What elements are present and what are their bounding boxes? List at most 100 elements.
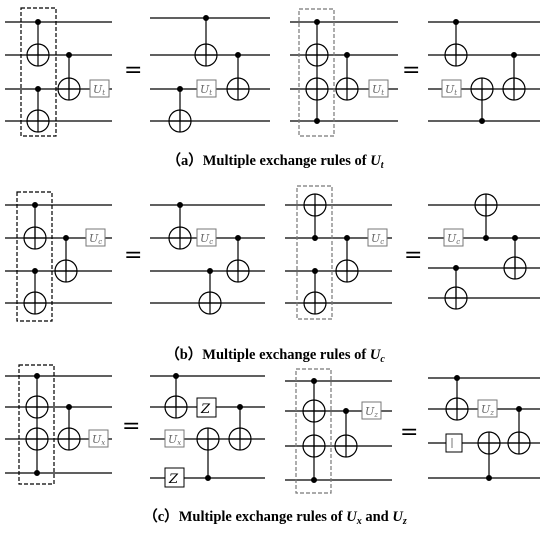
control-dot	[205, 475, 212, 482]
control-dot	[483, 235, 490, 242]
svg-text:Ut: Ut	[200, 83, 212, 97]
gate-uc: Uc	[367, 228, 388, 247]
cnot-target	[445, 397, 469, 421]
control-dot	[344, 235, 351, 242]
gate-uc: Uc	[85, 228, 106, 247]
panel-c: Ux = Z Ux Z	[5, 364, 540, 527]
gate-uz: Uz	[361, 401, 382, 420]
gate-var: U	[93, 83, 103, 96]
panel-a: Ut = Ut	[5, 7, 540, 171]
cnot-target	[303, 193, 327, 217]
equals-sign: =	[124, 243, 142, 268]
svg-text:Z: Z	[200, 402, 211, 417]
gate-uc: Uc	[196, 228, 217, 247]
equals-sign: =	[400, 420, 418, 445]
caption-c: （c）Multiple exchange rules of Ux and Uz	[143, 507, 407, 527]
cnot-target	[226, 259, 250, 283]
cnot-target	[305, 77, 329, 101]
control-dot	[311, 378, 318, 385]
svg-text:Ux: Ux	[168, 433, 181, 447]
cnot-target	[335, 77, 359, 101]
control-dot	[479, 117, 486, 124]
circuit-a3	[290, 8, 398, 137]
cnot-target	[302, 399, 326, 423]
control-dot	[177, 85, 184, 92]
control-dot	[314, 117, 321, 124]
control-dot	[343, 408, 350, 415]
cnot-target	[168, 226, 192, 250]
cnot-target	[334, 434, 358, 458]
cnot-target	[26, 109, 50, 133]
control-dot	[207, 268, 214, 275]
dashed-group-box	[20, 7, 57, 137]
control-dot	[511, 235, 518, 242]
svg-text:Ut: Ut	[372, 83, 384, 97]
caption-b: （b）Multiple exchange rules of Uc	[165, 345, 385, 365]
svg-text:Ut: Ut	[93, 83, 105, 97]
circuit-b2	[150, 202, 265, 315]
control-dot	[34, 85, 41, 92]
svg-text:Z: Z	[168, 472, 179, 487]
cnot-target	[23, 226, 47, 250]
control-dot	[453, 265, 460, 272]
circuit-c4	[428, 375, 540, 482]
cnot-target	[26, 43, 50, 67]
control-dot	[237, 404, 244, 411]
cnot-target	[196, 427, 220, 451]
cnot-target	[302, 434, 326, 458]
control-dot	[62, 235, 69, 242]
cnot-target	[444, 286, 468, 310]
control-dot	[65, 51, 72, 58]
control-dot	[65, 404, 72, 411]
gate-z: Z	[196, 397, 217, 418]
gate-ux: Ux	[88, 429, 109, 448]
control-dot	[454, 375, 461, 382]
gate-ux: Ux	[164, 429, 185, 448]
control-dot	[31, 268, 38, 275]
control-dot	[235, 51, 242, 58]
control-dot	[31, 202, 38, 209]
circuit-c3	[285, 368, 392, 494]
svg-text:Uz: Uz	[481, 403, 494, 417]
cnot-target	[25, 395, 49, 419]
gate-ut: Ut	[368, 79, 389, 98]
control-dot	[453, 19, 460, 26]
control-dot	[511, 51, 518, 58]
cnot-target	[57, 427, 81, 451]
cnot-target	[54, 259, 78, 283]
cnot-target	[474, 193, 498, 217]
dashed-group-box	[18, 364, 55, 485]
gate-z: Z	[164, 467, 185, 488]
cnot-target	[507, 431, 531, 455]
cnot-target	[444, 43, 468, 67]
dashed-group-box	[298, 8, 335, 137]
control-dot	[235, 235, 242, 242]
caption-a: （a）Multiple exchange rules of Ut	[166, 151, 384, 171]
control-dot	[177, 202, 184, 209]
cnot-target	[23, 291, 47, 315]
svg-text:Uc: Uc	[371, 232, 384, 246]
cnot-target	[226, 77, 250, 101]
circuit-c2	[150, 373, 265, 482]
cnot-target	[470, 77, 494, 101]
gate-uc: Uc	[443, 228, 464, 247]
cnot-target	[335, 259, 359, 283]
cnot-target	[164, 395, 188, 419]
cnot-target	[57, 77, 81, 101]
svg-text:Uz: Uz	[365, 405, 378, 419]
gate-ut: Ut	[441, 79, 462, 98]
circuit-b1	[5, 191, 112, 322]
gate-uz: Uz	[477, 399, 498, 418]
circuit-a2	[150, 15, 270, 133]
dashed-group-box	[16, 191, 53, 322]
cnot-target	[503, 256, 527, 280]
cnot-target	[198, 291, 222, 315]
control-dot	[33, 470, 40, 477]
control-dot	[312, 268, 319, 275]
control-dot	[203, 15, 210, 22]
circuit-b4	[428, 193, 540, 310]
svg-text:Uc: Uc	[447, 232, 460, 246]
gate-ut: Ut	[196, 79, 217, 98]
svg-text:Uc: Uc	[89, 232, 102, 246]
